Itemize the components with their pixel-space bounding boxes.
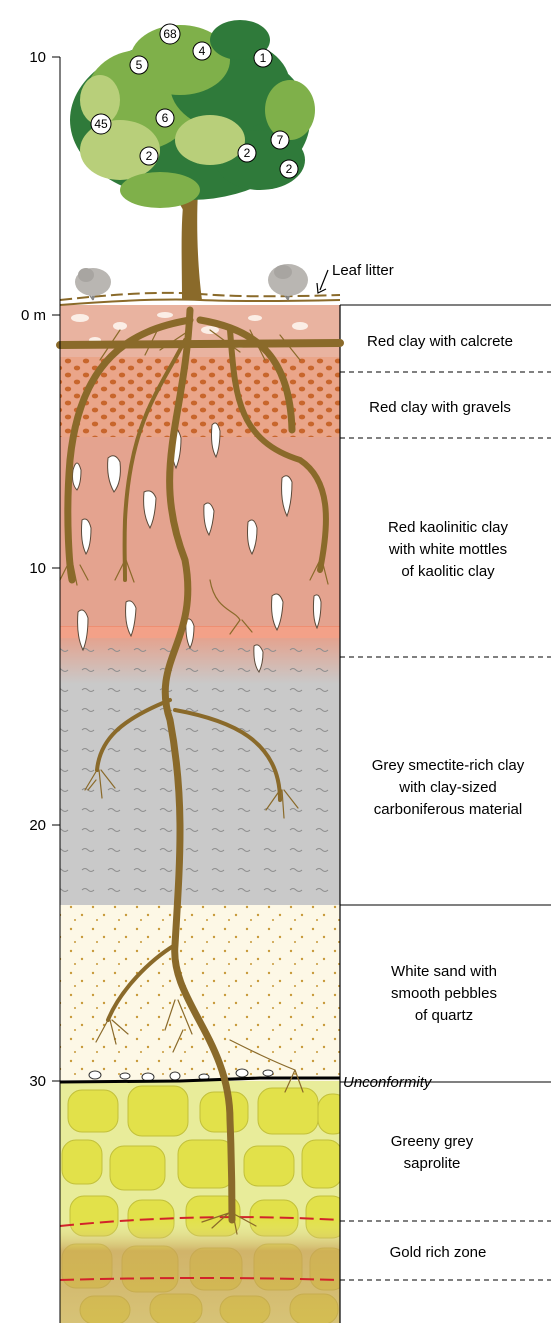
axis-tick-label: 10 xyxy=(29,560,46,577)
layer-label-kaolinitic: with white mottles xyxy=(388,541,507,558)
soil-column xyxy=(60,305,348,1323)
layer-label-saprolite: Greeny grey xyxy=(391,1133,474,1150)
saprolite-block xyxy=(302,1140,342,1188)
layer-kaolinitic xyxy=(60,437,340,627)
layer-label-sand: of quartz xyxy=(415,1007,473,1024)
tree-label: 68 xyxy=(163,27,177,41)
saprolite-block xyxy=(128,1086,188,1136)
tree-label: 2 xyxy=(286,162,293,176)
tree-label: 45 xyxy=(94,117,108,131)
layer-label-grey-clay: with clay-sized xyxy=(398,779,497,796)
saprolite-block xyxy=(68,1090,118,1132)
layer-label-gold-zone: Gold rich zone xyxy=(390,1244,487,1261)
tree-label: 6 xyxy=(162,111,169,125)
leaf-litter-label: Leaf litter xyxy=(332,262,394,279)
tree-label: 2 xyxy=(244,146,251,160)
axis-tick-label: 10 xyxy=(29,49,46,66)
tree-label: 4 xyxy=(199,44,206,58)
layer-label-saprolite: saprolite xyxy=(404,1155,461,1172)
tree-label: 7 xyxy=(277,133,284,147)
unconformity-label: Unconformity xyxy=(343,1074,433,1091)
tree-label: 5 xyxy=(136,58,143,72)
layer-label-grey-clay: Grey smectite-rich clay xyxy=(372,757,525,774)
layer-calcrete xyxy=(60,305,340,357)
tree-canopy xyxy=(70,20,315,208)
layer-label-calcrete: Red clay with calcrete xyxy=(367,333,513,350)
saprolite-block xyxy=(244,1146,294,1186)
ground-line xyxy=(60,300,340,305)
saprolite-block xyxy=(258,1088,318,1134)
layer-label-kaolinitic: Red kaolinitic clay xyxy=(388,519,509,536)
tree xyxy=(70,20,315,300)
axis-tick-label: 20 xyxy=(29,817,46,834)
tree-label: 2 xyxy=(146,149,153,163)
shrub-right xyxy=(268,264,308,300)
layer-gold-zone xyxy=(60,1220,340,1323)
layer-label-sand: smooth pebbles xyxy=(391,985,497,1002)
layer-label-gravels: Red clay with gravels xyxy=(369,399,511,416)
depth-axis xyxy=(52,57,60,1323)
saprolite-block xyxy=(62,1140,102,1184)
saprolite-block xyxy=(200,1092,248,1132)
axis-tick-label: 30 xyxy=(29,1073,46,1090)
saprolite-block xyxy=(318,1094,348,1134)
layer-label-kaolinitic: of kaolitic clay xyxy=(401,563,495,580)
axis-tick-label: 0 m xyxy=(21,307,46,324)
tree-label: 1 xyxy=(260,51,267,65)
layer-label-grey-clay: carboniferous material xyxy=(374,801,522,818)
layer-label-sand: White sand with xyxy=(391,963,497,980)
saprolite-block xyxy=(110,1146,165,1190)
saprolite-block xyxy=(178,1140,234,1188)
